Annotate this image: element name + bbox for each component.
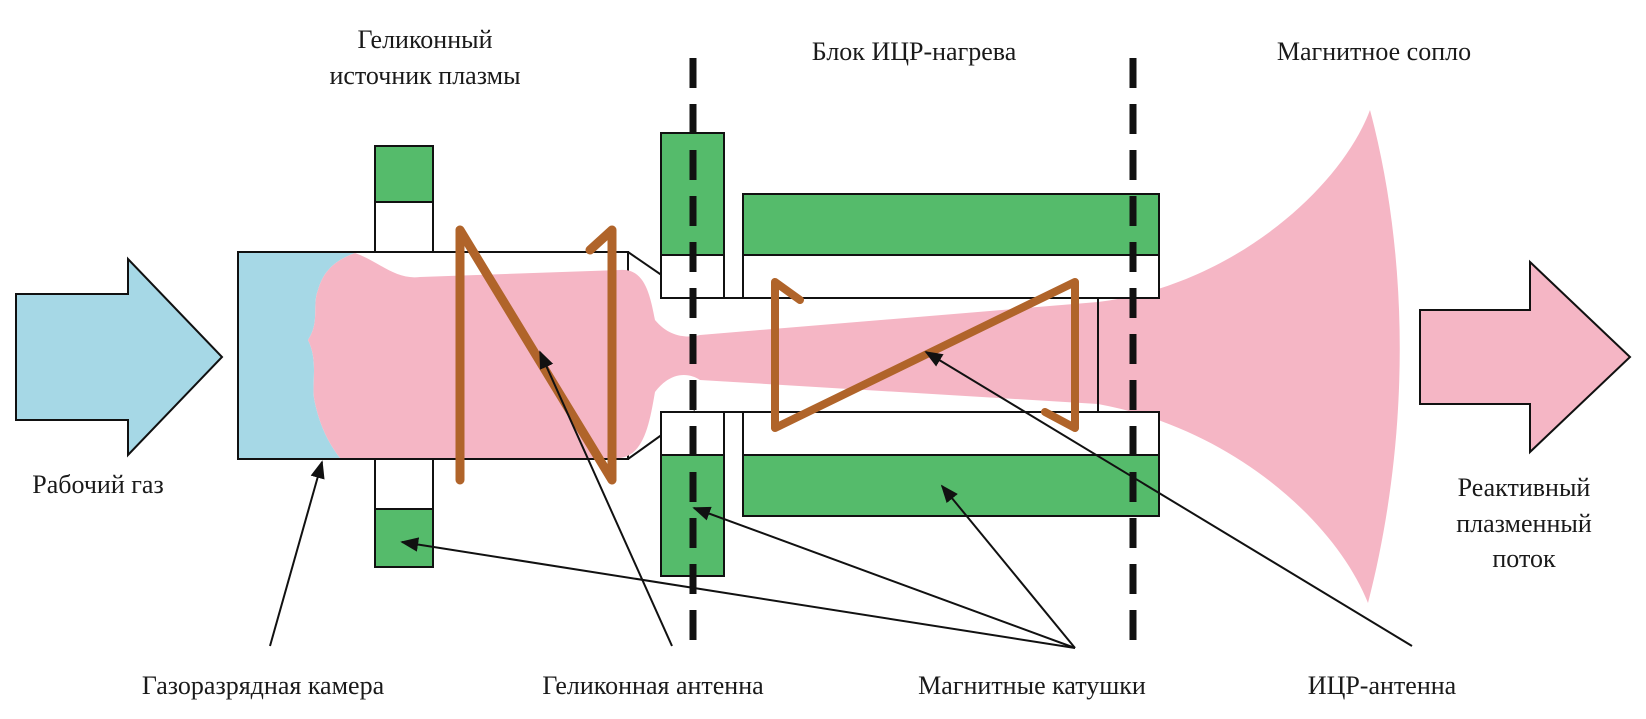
icr-coil-bottom (742, 454, 1160, 517)
label-exhaust-line3: поток (1492, 544, 1556, 573)
leader-discharge-chamber (269, 460, 325, 647)
helicon-coil-bottom (374, 508, 434, 568)
leader-helicon-antenna (539, 350, 673, 647)
label-helicon-source-line1: Геликонный (357, 25, 492, 54)
helicon-coil-top-gap (374, 201, 434, 253)
label-discharge-chamber: Газоразрядная камера (142, 671, 385, 700)
icr-coil-bottom-gap (742, 411, 1160, 456)
leader-coil-helicon (400, 537, 1076, 649)
magnetic-nozzle-plume (1098, 110, 1400, 603)
leader-coil-middle (692, 506, 1076, 649)
label-magnetic-nozzle: Магнитное сопло (1277, 37, 1471, 66)
leader-coil-icr (940, 484, 1076, 649)
icr-coil-top-gap (742, 254, 1160, 299)
helicon-antenna-shape (455, 225, 617, 485)
working-gas-arrow (15, 256, 224, 458)
label-helicon-source-line2: источник плазмы (329, 61, 520, 90)
label-exhaust-line2: плазменный (1456, 509, 1592, 538)
helicon-coil-bottom-gap (374, 458, 434, 510)
label-helicon-antenna: Геликонная антенна (542, 671, 764, 700)
label-magnetic-coils: Магнитные катушки (918, 671, 1146, 700)
label-exhaust-line1: Реактивный (1458, 473, 1591, 502)
label-working-gas: Рабочий газ (32, 470, 163, 499)
label-icr-heating: Блок ИЦР-нагрева (812, 37, 1017, 66)
label-icr-antenna: ИЦР-антенна (1308, 671, 1457, 700)
icr-coil-top (742, 193, 1160, 256)
plasma-exhaust-arrow (1419, 259, 1632, 455)
leader-icr-antenna (924, 351, 1413, 647)
helicon-coil-top (374, 145, 434, 203)
neutral-gas-region (239, 253, 355, 458)
